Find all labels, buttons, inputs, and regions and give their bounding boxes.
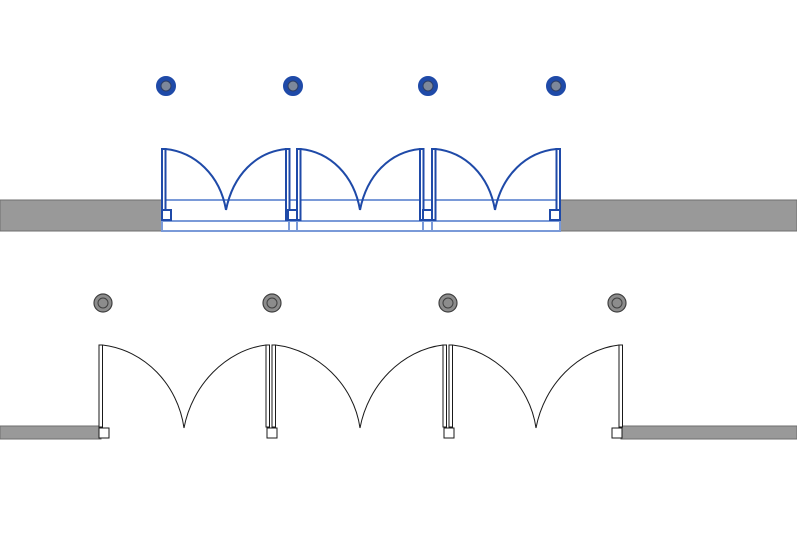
target-marker-core [442,297,454,309]
upper-marker-1[interactable] [156,76,176,96]
lower-marker-4[interactable] [607,293,627,313]
upper-door-3-pivot-b-icon [549,209,561,221]
lower-door-group[interactable] [0,293,797,440]
lower-door-2-left-leaf [271,344,276,428]
target-marker-core [422,80,434,92]
upper-door-3-left-leaf [431,148,437,221]
lower-door-1-right-swing-icon [183,344,267,429]
lower-door-2-right-leaf [442,344,447,428]
upper-marker-2[interactable] [283,76,303,96]
lower-door-3-left-leaf [448,344,453,428]
lower-door-3-pivot-a-icon [443,427,455,439]
upper-marker-3[interactable] [418,76,438,96]
lower-door-2[interactable] [266,344,447,439]
upper-door-3-left-swing-icon [435,148,496,211]
upper-door-1-pivot-icon [161,209,172,221]
target-marker-core [550,80,562,92]
upper-door-3-pivot-a-icon [422,209,433,221]
lower-left-wall[interactable] [0,425,102,440]
target-marker-core [266,297,278,309]
lower-door-3-left-swing-icon [452,344,537,429]
lower-door-1-pivot-icon [98,427,110,439]
lower-door-1-left-leaf [98,344,103,428]
lower-door-1-left-swing-icon [102,344,185,429]
upper-right-wall[interactable] [559,199,797,232]
lower-door-3-pivot-b-icon [611,427,623,439]
lower-door-2-right-swing-icon [359,344,444,429]
lower-marker-1[interactable] [93,293,113,313]
upper-door-2-left-leaf [296,148,302,221]
lower-door-2-left-swing-icon [275,344,361,429]
lower-right-wall[interactable] [620,425,797,440]
lower-marker-2[interactable] [262,293,282,313]
lower-door-3-right-swing-icon [535,344,620,429]
lower-door-1[interactable] [98,344,270,439]
target-marker-core [611,297,623,309]
target-marker-core [160,80,172,92]
upper-door-2-left-swing-icon [300,148,361,211]
lower-door-1-right-leaf [265,344,270,428]
upper-door-2[interactable] [287,148,425,221]
upper-door-3[interactable] [422,148,561,221]
target-marker-core [97,297,109,309]
upper-door-1-left-swing-icon [165,148,227,211]
lower-door-3-right-leaf [618,344,623,428]
upper-door-2-pivot-icon [287,209,298,221]
upper-door-1-right-swing-icon [225,148,287,211]
lower-marker-3[interactable] [438,293,458,313]
upper-door-2-right-swing-icon [359,148,421,211]
upper-door-group-selected[interactable] [0,76,797,232]
upper-left-wall[interactable] [0,199,163,232]
upper-door-1[interactable] [161,148,291,221]
upper-marker-4[interactable] [546,76,566,96]
lower-door-2-pivot-icon [266,427,278,439]
target-marker-core [287,80,299,92]
upper-door-2-right-leaf [419,148,425,221]
upper-door-3-right-swing-icon [494,148,557,211]
lower-door-3[interactable] [443,344,623,439]
